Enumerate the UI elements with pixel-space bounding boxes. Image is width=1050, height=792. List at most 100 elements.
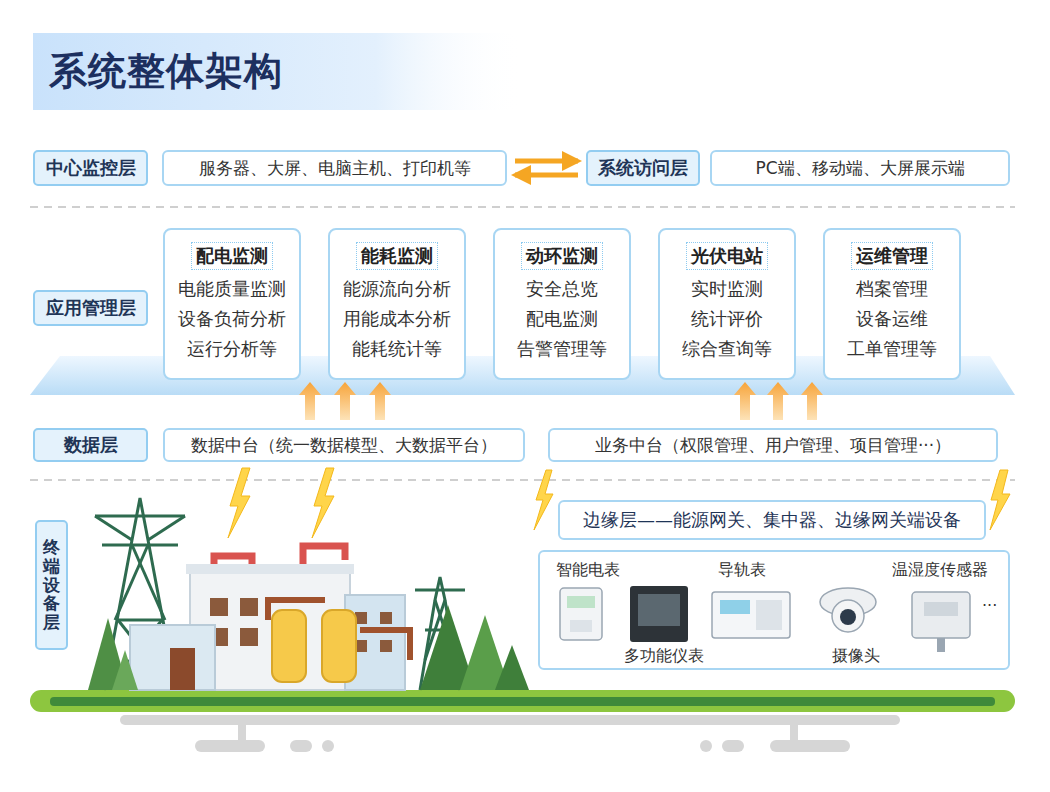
connector-line [515,173,578,178]
device-icon [924,602,958,616]
device-icon [840,609,856,625]
device-icon [567,596,595,608]
box-text: 应用管理层 [46,296,136,320]
device-label: 多功能仪表 [622,646,706,667]
transmission-tower [95,515,185,518]
module-title: 能耗监测 [356,242,438,270]
device-label: 温湿度传感器 [890,560,990,581]
box-text: PC端、移动端、大屏展示端 [755,157,964,180]
box-text: 中心监控层 [46,156,136,180]
device-icon [570,620,592,632]
device-label: 导轨表 [716,560,768,581]
ground [722,740,744,752]
ground [290,740,312,752]
content-box: 业务中台（权限管理、用户管理、项目管理···） [548,428,998,462]
module-title: 配电监测 [191,242,273,270]
ground [790,725,798,740]
factory [130,546,410,690]
box-text: 数据层 [64,433,118,457]
module-items: 实时监测 统计评价 综合查询等 [682,274,772,364]
transmission-tower [118,619,162,622]
divider [30,479,1015,481]
up-arrow [299,382,321,420]
ground [322,740,334,752]
layer-label: 中心监控层 [33,150,148,186]
ground [700,740,712,752]
module-card: 动环监测安全总览 配电监测 告警管理等 [493,228,631,380]
ground [30,690,1015,712]
lightning-bolt [990,470,1010,530]
layer-label: 终端设备层 [35,520,68,650]
factory [322,610,356,682]
module-items: 能源流向分析 用能成本分析 能耗统计等 [343,274,451,364]
connector-arrow [515,161,578,175]
lightning-bolt [312,468,334,538]
tree [495,645,529,690]
factory [210,598,228,616]
transmission-tower [148,516,185,540]
box-text: 边缘层——能源网关、集中器、边缘网关端设备 [583,508,961,532]
device-icon [560,588,602,640]
content-box: PC端、移动端、大屏展示端 [710,150,1010,186]
up-arrow [369,382,391,420]
module-title: 运维管理 [851,242,933,270]
factory [240,628,258,646]
box-text: 服务器、大屏、电脑主机、打印机等 [199,157,471,180]
transmission-tower [115,545,148,620]
module-card: 能耗监测能源流向分析 用能成本分析 能耗统计等 [328,228,466,380]
title-banner [33,33,523,110]
ground [30,690,1015,752]
tree [112,650,138,690]
module-card: 运维管理档案管理 设备运维 工单管理等 [823,228,961,380]
layer-label: 应用管理层 [33,290,148,326]
factory [186,564,354,574]
transmission-tower [95,516,132,540]
connector-line [515,159,578,164]
transmission-tower [95,498,465,690]
layer-label: 系统访问层 [586,150,700,186]
factory [360,630,410,660]
module-items: 安全总览 配电监测 告警管理等 [517,274,607,364]
ground [120,715,900,725]
tree [88,605,529,690]
device-label: ··· [980,596,999,615]
up-arrow [734,382,756,420]
device-icon [756,600,782,630]
content-box: 服务器、大屏、电脑主机、打印机等 [162,150,507,186]
lightning-bolt [534,470,553,530]
device-icon [937,638,945,652]
factory [170,648,195,690]
transmission-tower [102,544,178,547]
device-icon [630,586,688,642]
transmission-tower [132,545,165,620]
device-label: 智能电表 [554,560,622,581]
divider [30,206,1015,208]
module-card: 光伏电站实时监测 统计评价 综合查询等 [658,228,796,380]
transmission-tower [415,589,465,592]
ground [770,740,850,752]
title: 系统整体架构 [33,46,283,97]
factory [380,640,392,652]
device-icon [712,592,790,638]
layer-label: 数据层 [33,428,148,462]
up-arrow [334,382,356,420]
up-arrow [801,382,823,420]
lightning-bolt [228,468,250,538]
device-icon [638,594,680,626]
ground [238,725,246,740]
content-box: 数据中台（统一数据模型、大数据平台） [163,428,525,462]
box-text: 数据中台（统一数据模型、大数据平台） [191,434,497,457]
divider [30,207,1015,480]
device-label: 摄像头 [830,646,882,667]
device-panel: 智能电表 导轨表 温湿度传感器多功能仪表 摄像头 ··· [538,550,1010,670]
device-icon [720,600,750,614]
factory [380,612,392,624]
device-icon [560,586,970,652]
box-text: 业务中台（权限管理、用户管理、项目管理···） [595,434,951,457]
device-icon [832,600,864,632]
module-items: 电能质量监测 设备负荷分析 运行分析等 [178,274,286,364]
module-items: 档案管理 设备运维 工单管理等 [847,274,937,364]
